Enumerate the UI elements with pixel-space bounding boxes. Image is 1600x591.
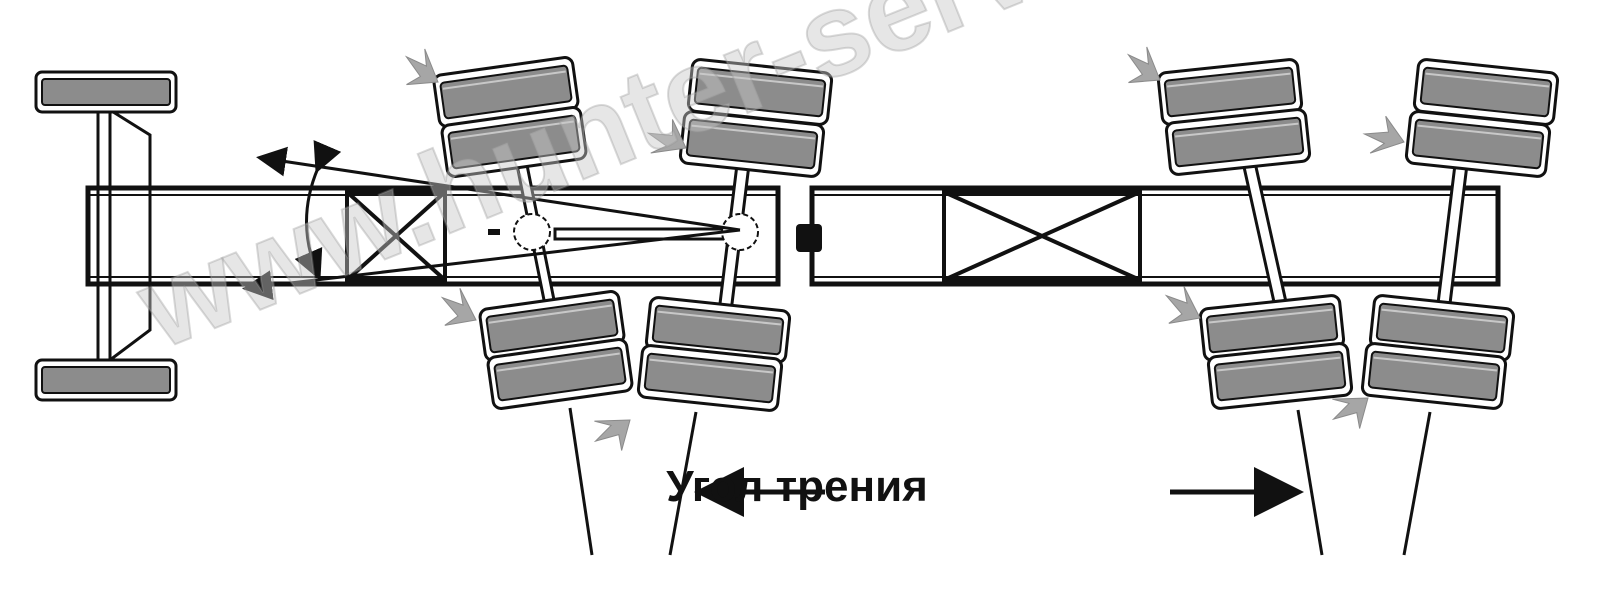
tractor-frame [85,185,781,287]
pointer-icon [1358,110,1411,164]
trailer-frame [809,185,1501,287]
pointer-icon [431,282,486,337]
coupling [796,224,822,252]
trailer-axle-1 [1156,57,1354,411]
front-left-tire [34,70,178,114]
tractor-axle-1 [431,55,635,411]
trailer-axle-2 [1360,57,1560,411]
front-right-tire [34,358,178,402]
scrub-lines [568,407,1432,556]
thrust-angle-lines [242,140,741,301]
front-axle [34,70,178,402]
pointer-icon [584,402,643,461]
